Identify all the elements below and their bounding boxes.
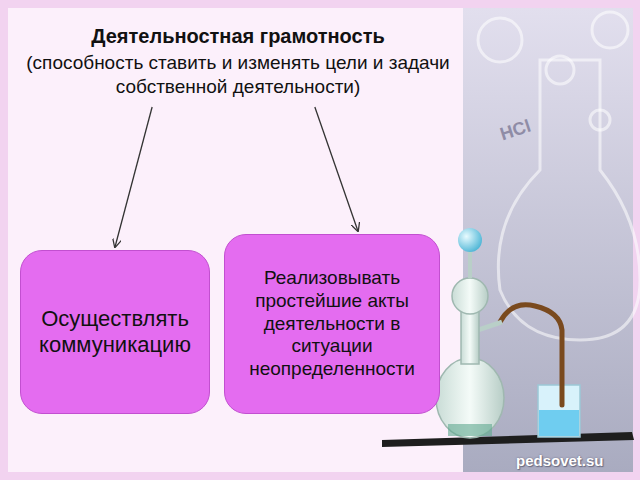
arrow-connector [315, 107, 358, 231]
watermark: pedsovet.su [516, 452, 604, 469]
node-subtext: (способность ставить и изменять цели и з… [18, 51, 458, 99]
arrow-connector [115, 107, 152, 247]
heading-node: Деятельностная грамотность(способность с… [12, 20, 464, 103]
process-box: Реализовывать простейшие акты деятельнос… [224, 234, 440, 414]
process-box: Осуществлять коммуникацию [20, 250, 210, 414]
node-text: Осуществлять коммуникацию [31, 306, 199, 359]
node-text: Реализовывать простейшие акты деятельнос… [235, 267, 429, 381]
node-text: Деятельностная грамотность [91, 24, 385, 49]
